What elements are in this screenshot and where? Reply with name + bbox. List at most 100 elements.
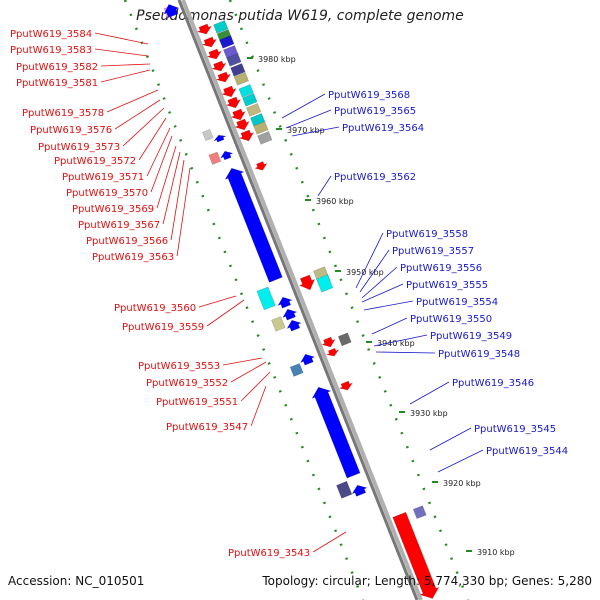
cassette-gene — [238, 84, 254, 98]
reverse-gene — [300, 353, 316, 366]
leader-line-right — [361, 283, 404, 303]
leader-line-left — [156, 145, 177, 209]
scale-label: 3930 kbp — [410, 409, 448, 418]
leader-line-left — [162, 151, 181, 225]
leader-line-left — [250, 385, 267, 427]
gene-label-left: PputW619_3578 — [22, 108, 104, 119]
forward-gene — [325, 347, 340, 357]
gene-label-left: PputW619_3560 — [114, 303, 196, 314]
leader-line-left — [222, 357, 263, 366]
forward-gene-shape — [215, 71, 232, 83]
reverse-gene — [311, 386, 361, 479]
leader-line-left — [101, 63, 151, 67]
leader-line-right — [359, 249, 390, 293]
forward-gene — [230, 108, 246, 121]
forward-gene — [392, 511, 440, 599]
cassette-gene-shape — [253, 121, 269, 135]
cassette-gene-shape — [336, 480, 353, 499]
reverse-gene-shape — [220, 150, 234, 161]
cassette-gene-shape — [257, 131, 273, 145]
gene-label-left: PputW619_3584 — [10, 29, 92, 40]
cassette-gene — [233, 72, 249, 86]
gene-label-right: PputW619_3554 — [416, 297, 498, 308]
gene-label-left: PputW619_3570 — [66, 188, 148, 199]
leader-line-right — [437, 449, 484, 473]
reverse-gene-shape — [213, 134, 227, 143]
leader-line-right — [373, 334, 428, 347]
forward-gene — [234, 118, 250, 131]
gene-label-right: PputW619_3564 — [342, 123, 424, 134]
gene-label-left: PputW619_3566 — [86, 236, 168, 247]
cassette-gene — [242, 93, 258, 107]
gene-label-left: PputW619_3583 — [10, 45, 92, 56]
gene-label-left: PputW619_3552 — [146, 378, 228, 389]
reverse-gene-shape — [163, 4, 180, 18]
leader-line-right — [317, 175, 332, 197]
gene-label-left: PputW619_3547 — [166, 422, 248, 433]
leader-line-left — [240, 371, 271, 402]
leader-line-left — [176, 167, 191, 257]
leader-line-left — [95, 48, 149, 57]
gene-label-right: PputW619_3558 — [386, 229, 468, 240]
leader-line-right — [363, 300, 414, 311]
leader-line-left — [230, 361, 267, 383]
cassette-gene-shape — [202, 129, 214, 141]
forward-gene — [254, 161, 268, 171]
leader-line-right — [355, 232, 384, 289]
cassette-gene — [289, 363, 304, 377]
gene-label-left: PputW619_3576 — [30, 125, 112, 136]
cassette-gene-shape — [213, 20, 229, 34]
leader-line-right — [371, 317, 408, 335]
reverse-gene — [224, 167, 283, 283]
reverse-gene-shape — [311, 386, 361, 479]
reverse-gene-shape — [282, 308, 298, 321]
cassette-gene-shape — [246, 103, 262, 117]
gene-label-right: PputW619_3555 — [406, 280, 488, 291]
leader-line-left — [150, 135, 173, 193]
leader-line-left — [106, 89, 159, 113]
cassette-gene — [230, 63, 246, 77]
gene-label-right: PputW619_3565 — [334, 106, 416, 117]
gene-label-left: PputW619_3572 — [54, 156, 136, 167]
cassette-gene — [253, 121, 269, 135]
cassette-gene — [208, 151, 222, 165]
forward-gene — [211, 60, 227, 72]
gene-label-left: PputW619_3573 — [38, 142, 120, 153]
cassette-gene — [337, 332, 352, 347]
gene-label-left: PputW619_3571 — [62, 172, 144, 183]
leader-line-right — [409, 381, 450, 405]
gene-label-right: PputW619_3546 — [452, 378, 534, 389]
scale-label: 3910 kbp — [477, 548, 515, 557]
forward-gene — [321, 336, 336, 348]
cassette-gene-shape — [271, 316, 286, 332]
reverse-gene — [351, 484, 368, 497]
reverse-gene-shape — [224, 167, 283, 283]
cassette-gene-shape — [337, 332, 352, 347]
scale-label: 3920 kbp — [443, 479, 481, 488]
reverse-gene — [277, 296, 293, 309]
reverse-gene — [213, 134, 227, 143]
gene-label-right: PputW619_3548 — [438, 349, 520, 360]
forward-gene-shape — [221, 85, 237, 98]
leader-line-left — [100, 69, 151, 83]
cassette-gene-shape — [208, 151, 222, 165]
genome-backbone — [177, 0, 419, 600]
cassette-gene-shape — [233, 72, 249, 86]
forward-gene — [338, 380, 354, 391]
leader-line-right — [361, 266, 398, 299]
gene-label-left: PputW619_3569 — [72, 204, 154, 215]
forward-gene-shape — [321, 336, 336, 348]
leader-line-left — [198, 295, 237, 308]
forward-gene — [225, 96, 242, 109]
cassette-gene-shape — [242, 93, 258, 107]
forward-gene-shape — [211, 60, 227, 72]
gene-label-left: PputW619_3553 — [138, 361, 220, 372]
cassette-gene — [202, 129, 214, 141]
cassette-gene — [213, 20, 229, 34]
reverse-gene — [286, 319, 302, 332]
leader-line-left — [206, 299, 245, 327]
reverse-gene-shape — [351, 484, 368, 497]
forward-gene-shape — [230, 108, 246, 121]
gene-label-left: PputW619_3567 — [78, 220, 160, 231]
